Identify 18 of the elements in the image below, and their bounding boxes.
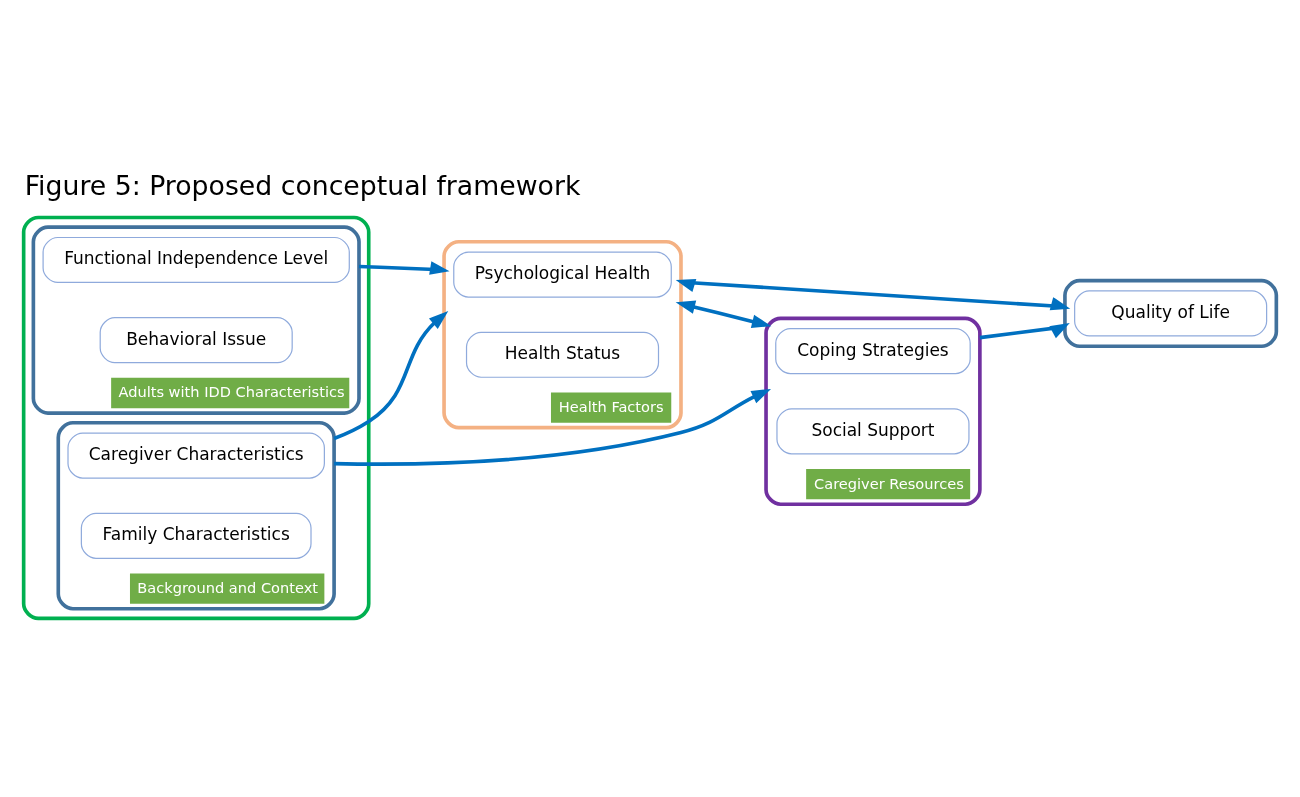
arrow <box>675 300 772 329</box>
node-box: Functional Independence Level <box>42 236 350 284</box>
node-box: Coping Strategies <box>775 328 971 375</box>
diagram-title: Figure 5: Proposed conceptual framework <box>24 170 581 202</box>
node-box: Social Support <box>776 408 970 455</box>
cluster <box>21 215 371 621</box>
arrow <box>334 388 772 466</box>
node-box: Health Status <box>465 331 660 378</box>
arrow <box>979 322 1070 340</box>
arrow <box>333 311 449 441</box>
node-box: Caregiver Characteristics <box>67 432 325 479</box>
node-box: Behavioral Issue <box>99 317 293 364</box>
node-box: Psychological Health <box>453 251 672 298</box>
cluster <box>1063 278 1279 349</box>
arrow <box>675 278 1071 311</box>
node-box: Family Characteristics <box>80 512 312 559</box>
arrow <box>358 261 450 275</box>
node-box: Quality of Life <box>1074 290 1268 337</box>
